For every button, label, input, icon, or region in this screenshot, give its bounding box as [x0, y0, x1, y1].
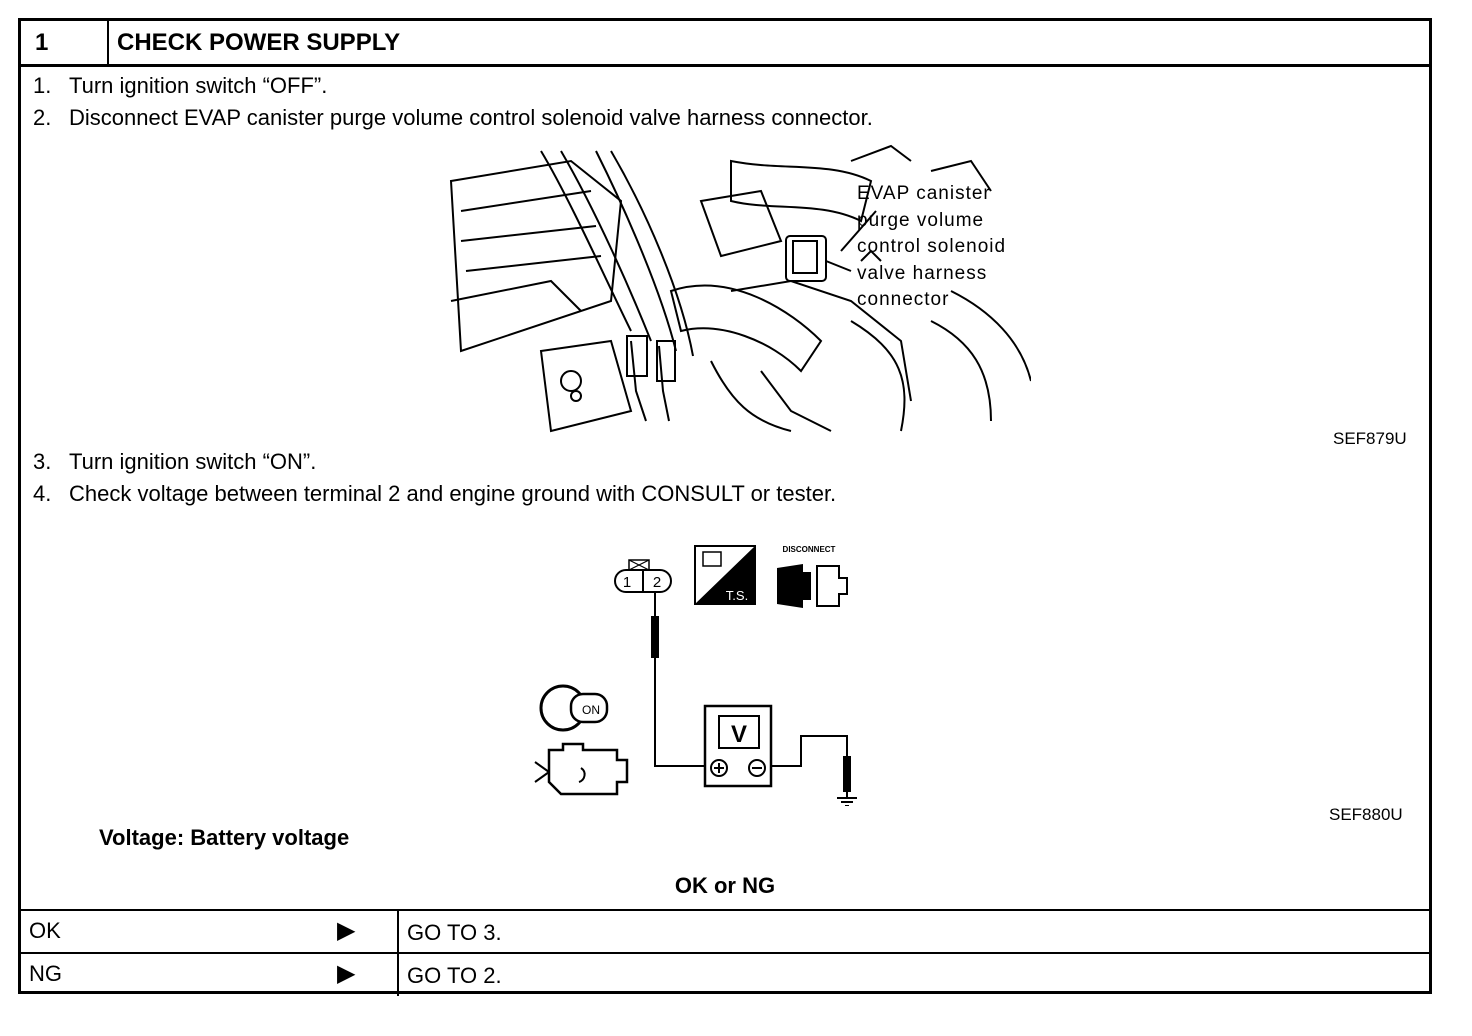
ground-icon	[837, 792, 857, 806]
ignition-label: ON	[582, 703, 600, 717]
instruction-3: 3. Turn ignition switch “ON”.	[33, 449, 316, 475]
disconnect-label: DISCONNECT	[783, 545, 836, 554]
meter-label: V	[731, 721, 747, 748]
result-label: NG	[29, 961, 62, 986]
column-divider	[397, 911, 399, 953]
instruction-number: 3.	[33, 449, 52, 474]
engine-icon	[534, 742, 629, 796]
result-question: OK or NG	[674, 873, 776, 898]
column-divider	[397, 954, 399, 996]
figure-code: SEF880U	[1329, 805, 1403, 824]
figure-code: SEF879U	[1333, 429, 1407, 448]
terminal-2: 2	[653, 574, 661, 591]
voltmeter-icon: V	[703, 704, 773, 788]
instruction-2: 2. Disconnect EVAP canister purge volume …	[33, 105, 873, 131]
step-title: CHECK POWER SUPPLY	[117, 29, 401, 56]
voltage-check-diagram: 1 2 T.S. DISCONNECT V	[534, 545, 857, 806]
instruction-number: 4.	[33, 481, 52, 506]
instruction-text: Turn ignition switch “ON”.	[69, 449, 317, 474]
connector-callout: EVAP canister purge volume control solen…	[857, 183, 1007, 310]
engine-bay-illustration	[449, 144, 1031, 433]
instruction-text: Turn ignition switch “OFF”.	[69, 73, 328, 98]
specification: Voltage: Battery voltage	[99, 825, 350, 850]
instruction-number: 1.	[33, 73, 52, 98]
harness-connector-icon: 1 2	[614, 559, 672, 593]
ignition-key-icon: ON	[539, 684, 609, 732]
instruction-text: Check voltage between terminal 2 and eng…	[69, 481, 837, 506]
arrow-right-icon: ▶	[337, 960, 356, 987]
result-action: GO TO 2.	[407, 963, 502, 988]
instruction-1: 1. Turn ignition switch “OFF”.	[33, 73, 327, 99]
result-label: OK	[29, 918, 61, 943]
disconnect-icon: DISCONNECT	[777, 545, 848, 608]
terminal-1: 1	[623, 574, 631, 591]
instruction-4: 4. Check voltage between terminal 2 and e…	[33, 481, 836, 507]
arrow-right-icon: ▶	[337, 917, 356, 944]
result-action: GO TO 3.	[407, 920, 502, 945]
inspection-step-card: 1 CHECK POWER SUPPLY 1. Turn ignition swi…	[18, 18, 1432, 996]
result-row-ng: NG ▶ GO TO 2.	[21, 952, 1429, 996]
ts-service-icon: T.S.	[694, 545, 756, 605]
ts-label: T.S.	[726, 588, 748, 603]
step-header: 1 CHECK POWER SUPPLY	[21, 21, 1429, 67]
result-row-ok: OK ▶ GO TO 3.	[21, 909, 1429, 953]
instruction-text: Disconnect EVAP canister purge volume co…	[69, 105, 873, 130]
instruction-number: 2.	[33, 105, 52, 130]
step-number: 1	[21, 21, 109, 64]
